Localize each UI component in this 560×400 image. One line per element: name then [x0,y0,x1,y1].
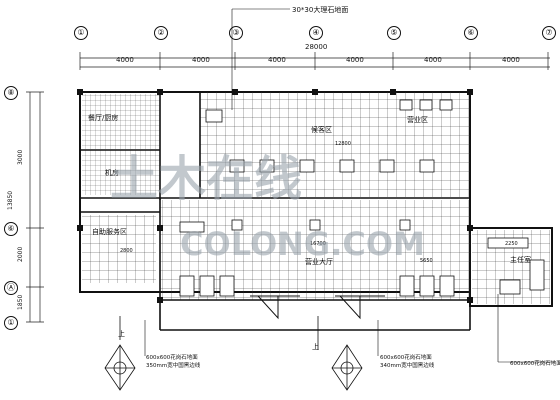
dim-6: 4000 [502,56,520,64]
floor-office [82,150,160,195]
left-total: 13850 [7,191,14,210]
manager-furniture [487,237,545,295]
note-bottom-2: 350mm宽中国黑边线 [146,361,201,369]
room-office: 机房 [105,168,119,177]
watermark-cn: 土木在线 [110,151,302,207]
watermark-en: COLONG.COM [180,225,425,263]
hall-furniture [179,219,455,297]
dim-4: 4000 [346,56,364,64]
up-arrows [119,316,319,350]
note-bottom-5: 600x600花岗石地面 [510,359,560,367]
room-business: 营业区 [407,115,428,124]
dim-small-2: 2800 [120,248,133,254]
dim-small-4: 5650 [420,258,433,264]
dim-small-1: 12800 [335,141,351,147]
dim-3: 4000 [268,56,286,64]
note-bottom-4: 340mm宽中国黑边线 [380,361,435,369]
entrance-doors [250,295,385,320]
room-waiting: 候客区 [311,125,332,134]
note-bottom-3: 600x600花岗石地面 [380,353,432,361]
left-axis [26,91,44,323]
room-manager: 主任室 [510,255,531,264]
text-labels: 30*30大理石地面 4000 4000 4000 4000 4000 4000… [88,5,560,369]
up-marker-2: 上 [312,342,319,351]
dim-2: 4000 [192,56,210,64]
room-self-service: 自助服务区 [92,227,127,236]
columns [77,89,473,303]
top-axis [79,52,550,70]
floor-self [82,215,156,283]
compass-right [331,344,363,391]
small-dims: 12800 2800 16700 5650 2250 [120,141,518,264]
waiting-furniture [205,99,453,173]
leader-lines [144,8,555,363]
room-dining: 餐厅/厨房 [88,113,118,122]
total-width: 28000 [305,43,327,51]
up-marker-1: 上 [118,329,125,338]
left-dim-3: 1850 [17,295,24,310]
dim-small-5: 2250 [505,241,518,247]
room-hall: 营业大厅 [305,257,333,266]
watermark: 土木在线 COLONG.COM [110,151,425,263]
note-bottom-1: 600x600花岗石地面 [146,353,198,361]
floor-dining [82,94,160,149]
dim-1: 4000 [116,56,134,64]
top-note: 30*30大理石地面 [292,5,348,14]
dim-small-3: 16700 [310,241,326,247]
compass-left [104,344,136,391]
interior-walls [80,92,471,331]
left-dim-1: 3000 [17,150,24,165]
left-dim-2: 2000 [17,247,24,262]
left-dim-labels: 3000 2000 1850 13850 [7,150,24,310]
dim-5: 4000 [424,56,442,64]
